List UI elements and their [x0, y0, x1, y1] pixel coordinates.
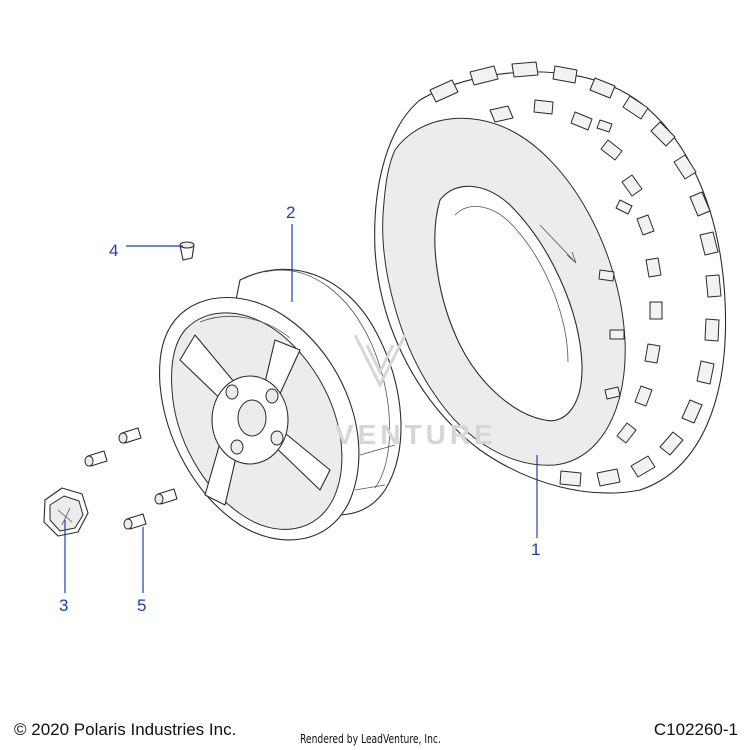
diagram-code: C102260-1	[653, 720, 738, 739]
callout-label-4: 4	[109, 241, 118, 260]
lug-nuts-part[interactable]	[84, 427, 178, 530]
callout-label-2: 2	[286, 203, 295, 222]
callout-3: 3	[59, 520, 68, 615]
lug-nut	[118, 427, 142, 444]
wheel-rim-part[interactable]	[159, 268, 402, 541]
tire-part[interactable]	[374, 61, 727, 494]
tire-tread	[429, 61, 722, 487]
lug-nut	[154, 488, 178, 505]
valve-stem-part[interactable]	[179, 241, 195, 261]
callout-1: 1	[531, 455, 540, 559]
lug-nut	[84, 450, 108, 467]
callout-label-3: 3	[59, 596, 68, 615]
center-cap-part[interactable]	[43, 487, 89, 537]
callout-label-1: 1	[531, 540, 540, 559]
callout-4: 4	[109, 241, 183, 260]
lug-nut	[123, 513, 147, 530]
watermark-text: VENTURE	[335, 419, 497, 450]
copyright-text: © 2020 Polaris Industries Inc.	[14, 720, 237, 739]
rendered-by-text: Rendered by LeadVenture, Inc.	[300, 732, 441, 746]
watermark: VENTURE	[335, 334, 497, 450]
callout-label-5: 5	[137, 596, 146, 615]
callout-5: 5	[137, 527, 146, 615]
callout-2: 2	[286, 203, 295, 302]
